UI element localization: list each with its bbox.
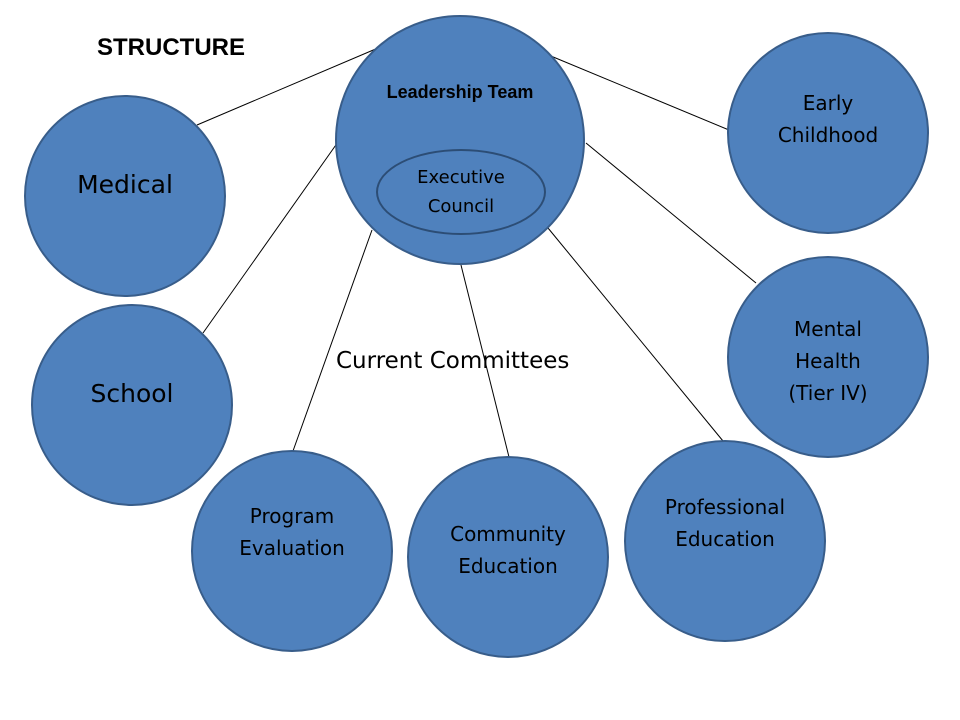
committee-medical-label: Medical: [77, 170, 173, 199]
committee-school-label: School: [90, 379, 174, 408]
connector-mental: [585, 142, 757, 284]
connector-medical: [196, 47, 379, 126]
committee-community-education-label: Community Education: [450, 522, 566, 578]
committee-mental-health-node: Mental Health (Tier IV): [727, 256, 929, 458]
committee-early-childhood-label: Early Childhood: [777, 91, 879, 147]
committee-program-evaluation-node: Program Evaluation: [191, 450, 393, 652]
committee-school-node: School: [31, 304, 233, 506]
connector-community: [460, 264, 510, 458]
connector-program: [292, 229, 373, 452]
committee-professional-education-node: Professional Education: [624, 440, 826, 642]
committee-medical-node: Medical: [24, 95, 226, 297]
committee-mental-health-label: Mental Health (Tier IV): [788, 317, 868, 405]
connector-early: [545, 53, 730, 131]
committee-early-childhood-node: Early Childhood: [727, 32, 929, 234]
committee-program-evaluation-label: Program Evaluation: [239, 504, 345, 560]
leadership-team-node: Leadership Team Executive Council: [335, 15, 585, 265]
executive-council-node: Executive Council: [376, 149, 546, 235]
committee-professional-education-label: Professional Education: [664, 495, 786, 551]
executive-council-label: Executive Council: [417, 167, 505, 217]
connector-school: [202, 141, 339, 334]
committee-community-education-node: Community Education: [407, 456, 609, 658]
page-title: STRUCTURE: [97, 34, 245, 61]
current-committees-label: Current Committees: [336, 348, 570, 374]
leadership-team-label: Leadership Team: [386, 82, 534, 102]
connector-professional: [547, 227, 724, 442]
